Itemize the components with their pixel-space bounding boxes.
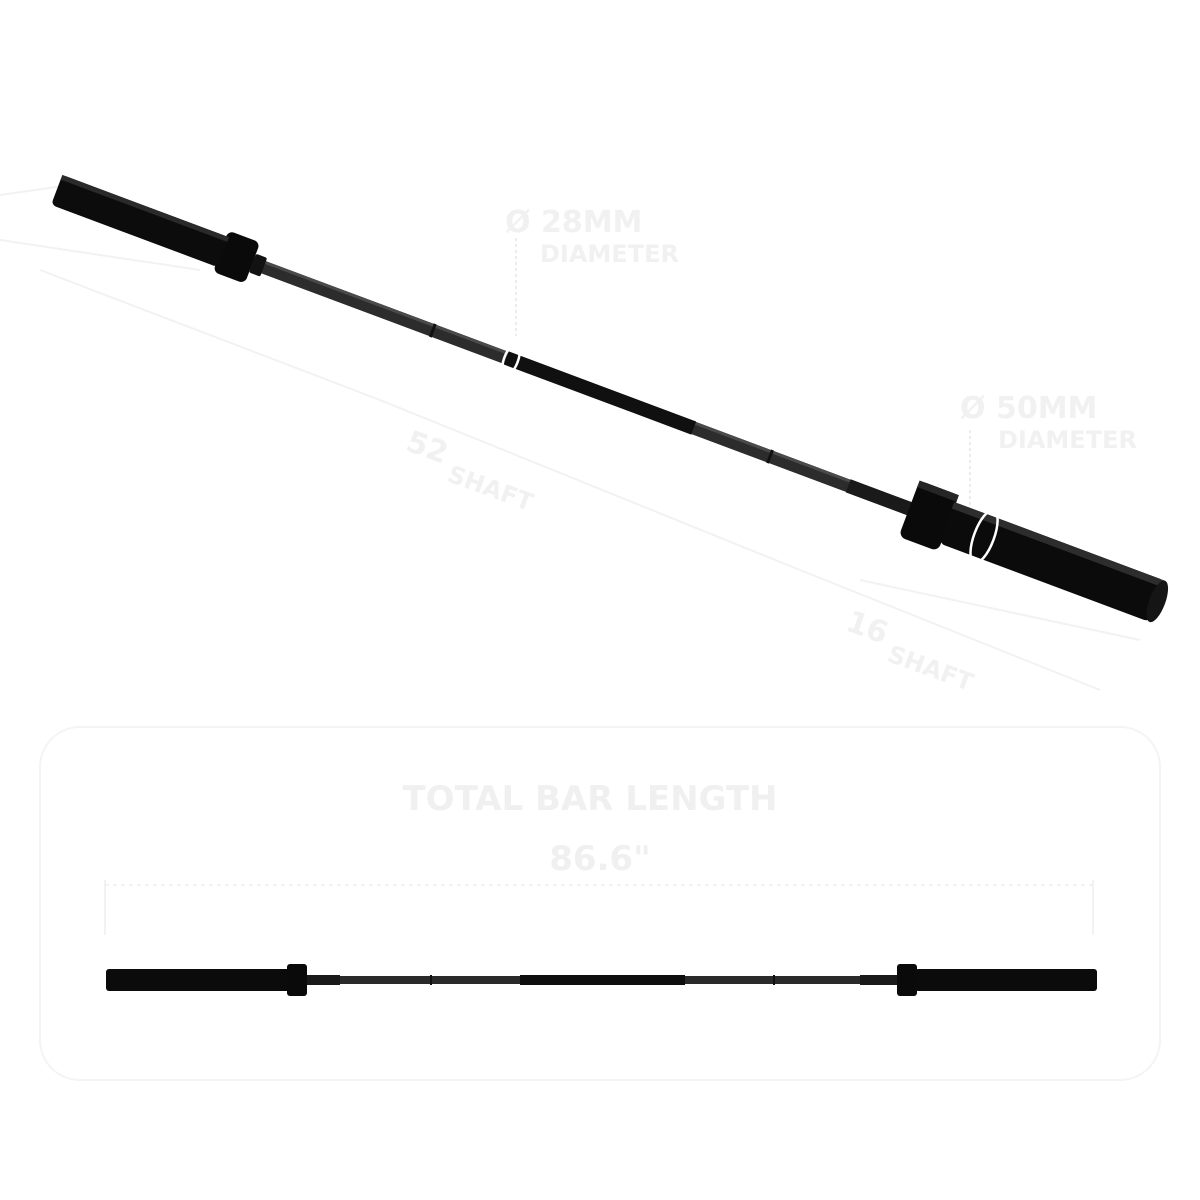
shaft-diameter-value: Ø 28MM <box>505 205 642 240</box>
perspective-guides <box>0 184 1141 691</box>
total-length-value: 86.6" <box>549 839 651 879</box>
length-card <box>39 726 1161 1081</box>
shaft-diameter-ring <box>501 343 521 377</box>
shaft-diameter-callout: Ø 28MM DIAMETER <box>505 205 679 336</box>
sleeve-diameter-value: Ø 50MM <box>960 391 1097 426</box>
flat-left-collar <box>287 964 307 996</box>
left-shaft-length: 52 <box>401 424 452 471</box>
flat-center-knurl <box>520 975 685 985</box>
right-sleeve-caption: SHAFT <box>884 640 978 697</box>
shaft-diameter-caption: DIAMETER <box>540 240 679 268</box>
flat-barbell <box>106 964 1097 996</box>
sleeve-diameter-caption: DIAMETER <box>998 426 1137 454</box>
total-length-label: TOTAL BAR LENGTH <box>402 779 777 819</box>
flat-left-sleeve <box>106 969 290 991</box>
sleeve-end-cap <box>1146 580 1169 623</box>
total-length-dimension <box>104 880 1094 935</box>
sleeve-diameter-ring <box>969 508 999 565</box>
sleeve-diameter-callout: Ø 50MM DIAMETER <box>960 391 1137 515</box>
flat-right-sleeve <box>915 969 1097 991</box>
angled-barbell <box>52 174 1169 623</box>
left-shaft-caption: SHAFT <box>444 460 538 517</box>
left-shaft-callout: 52 SHAFT <box>401 424 538 517</box>
right-sleeve-length: 16 <box>841 604 892 651</box>
center-knurl <box>503 351 697 435</box>
left-sleeve <box>52 176 228 266</box>
right-sleeve-callout: 16 SHAFT <box>841 604 978 697</box>
flat-right-collar <box>897 964 917 996</box>
